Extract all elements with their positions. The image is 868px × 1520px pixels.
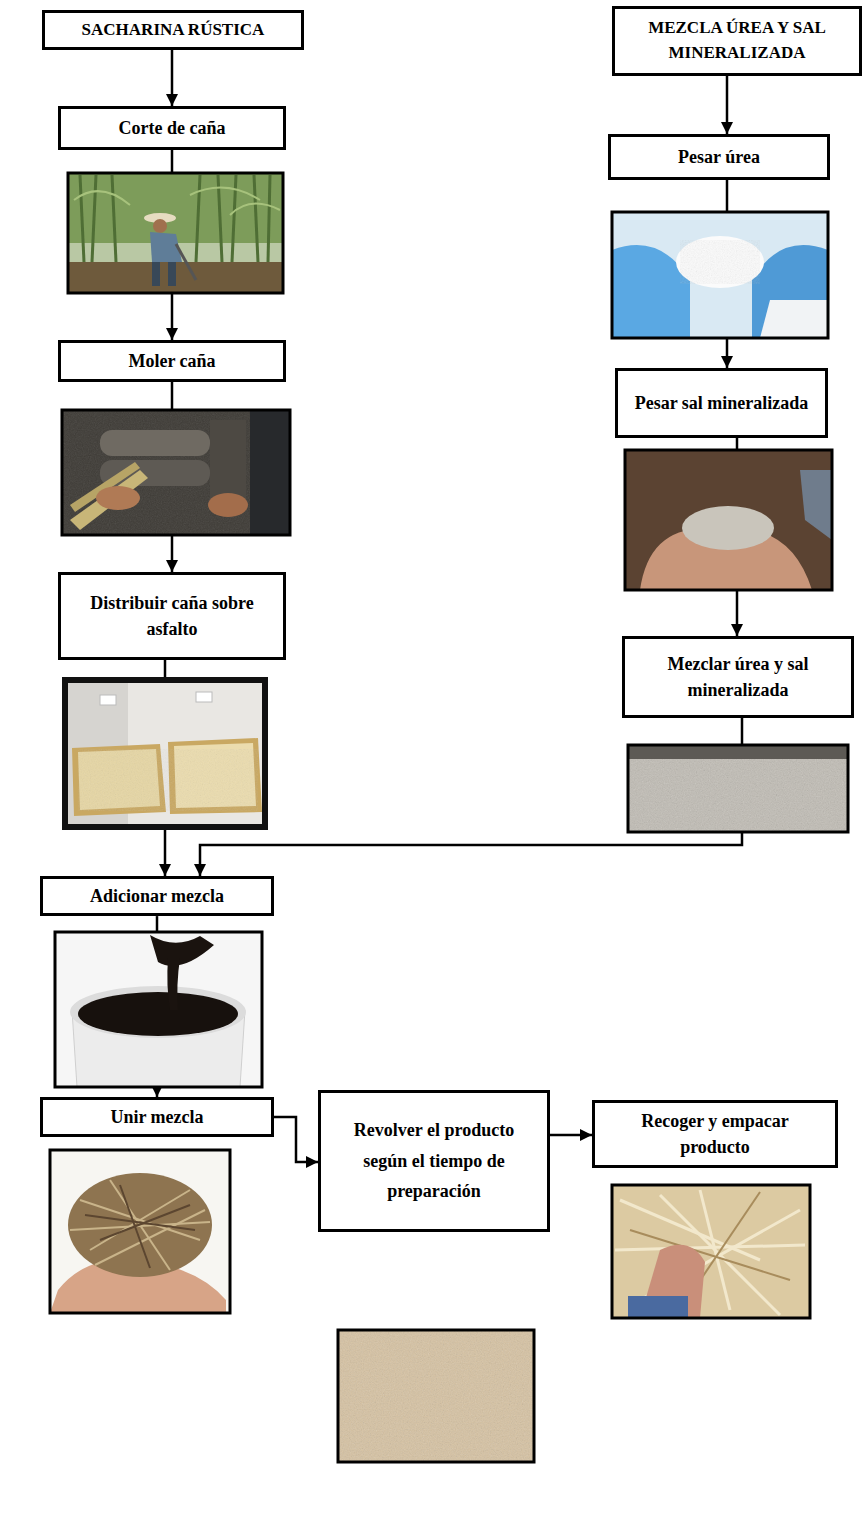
molasses-photo — [55, 932, 262, 1087]
trays-photo — [62, 677, 268, 830]
box-label: Pesar úrea — [678, 144, 760, 170]
process-box: Adicionar mezcla — [40, 876, 274, 916]
box-label: Revolver el producto según el tiempo de … — [331, 1115, 537, 1207]
process-box: Distribuir caña sobre asfalto — [58, 572, 286, 660]
mix-photo — [628, 745, 848, 832]
flow-arrow — [726, 76, 729, 134]
process-box: Recoger y empacar producto — [592, 1100, 838, 1168]
box-label: Corte de caña — [119, 115, 226, 141]
packed-product-photo — [612, 1185, 810, 1318]
box-label: Mezclar úrea y sal mineralizada — [635, 651, 841, 703]
process-box: Mezclar úrea y sal mineralizada — [622, 636, 854, 718]
box-label: Unir mezcla — [110, 1104, 203, 1130]
stirred-product-photo — [338, 1330, 534, 1462]
box-label: SACHARINA RÚSTICA — [82, 18, 265, 43]
box-label: MEZCLA ÚREA Y SAL MINERALIZADA — [625, 16, 849, 65]
process-box: Unir mezcla — [40, 1097, 274, 1137]
flow-arrow — [274, 1117, 318, 1162]
flow-arrow — [550, 1134, 592, 1137]
process-box: Pesar úrea — [608, 134, 830, 180]
box-label: Moler caña — [128, 348, 215, 374]
cane-mill-photo — [62, 410, 290, 535]
process-box: Pesar sal mineralizada — [615, 368, 828, 438]
flow-arrow — [171, 50, 174, 106]
process-box: MEZCLA ÚREA Y SAL MINERALIZADA — [612, 6, 862, 76]
urea-photo — [612, 212, 828, 338]
box-label: Pesar sal mineralizada — [635, 390, 809, 416]
process-box: Corte de caña — [58, 106, 286, 150]
process-box: Revolver el producto según el tiempo de … — [318, 1090, 550, 1232]
box-label: Recoger y empacar producto — [605, 1108, 825, 1160]
mineral-salt-photo — [625, 450, 832, 590]
box-label: Adicionar mezcla — [90, 883, 224, 909]
box-label: Distribuir caña sobre asfalto — [71, 590, 273, 642]
mixed-straw-photo — [50, 1150, 230, 1313]
cane-field-photo — [68, 173, 283, 293]
process-box: SACHARINA RÚSTICA — [42, 10, 304, 50]
process-box: Moler caña — [58, 340, 286, 382]
